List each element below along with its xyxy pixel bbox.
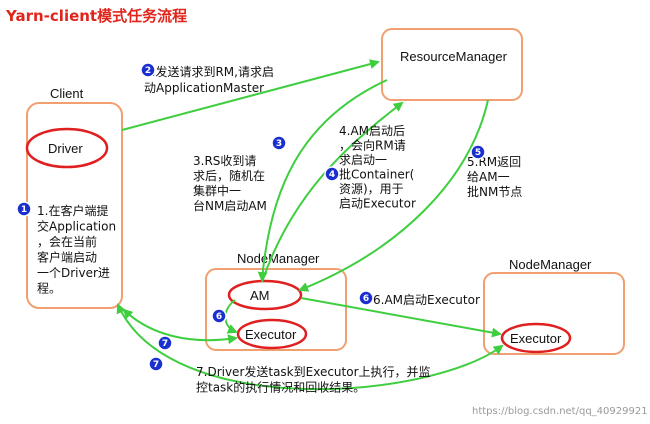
step-5-text: 5.RM返回给AM一批NM节点	[467, 155, 522, 199]
step-4-line: 4.AM启动后	[339, 124, 405, 138]
step-4-line: 资源)，用于	[339, 182, 404, 196]
resource-manager-label: ResourceManager	[400, 49, 508, 64]
badge-circle	[157, 335, 173, 351]
step-badge: 6	[211, 308, 227, 324]
badge-number: 7	[153, 360, 159, 370]
step-6-text: 6.AM启动Executor	[373, 293, 480, 307]
step-badge: 2	[140, 62, 156, 78]
step-badge: 3	[271, 135, 287, 151]
step-1-line: 交Application	[37, 219, 116, 234]
step-7-line: 7.Driver发送task到Executor上执行，并监	[196, 364, 431, 379]
badge-number: 7	[162, 339, 168, 349]
badge-circle	[148, 356, 164, 372]
watermark: https://blog.csdn.net/qq_40929921	[472, 406, 648, 417]
executor-1-label: Executor	[245, 327, 297, 342]
step-4-line: 启动Executor	[339, 197, 416, 211]
step-5-line: 给AM一	[467, 170, 510, 184]
step-3-line: 求后，随机在	[193, 168, 265, 183]
step-badge: 4	[324, 166, 340, 182]
step-1-text: 1.在客户端提交Application，会在当前客户端启动一个Driver进程。	[37, 203, 116, 296]
step-2-text: 2.发送请求到RM,请求启动ApplicationMaster	[144, 64, 274, 95]
step-1-line: 一个Driver进	[37, 266, 110, 280]
driver-label: Driver	[48, 141, 83, 156]
am-label: AM	[250, 288, 270, 303]
arrow-driver-executor-2	[116, 303, 504, 391]
badge-number: 3	[276, 139, 282, 149]
step-4-line: ，会向RM请	[339, 138, 406, 153]
step-4-text: 4.AM启动后，会向RM请求启动一批Container(资源)，用于启动Exec…	[339, 124, 416, 211]
badge-circle	[140, 62, 156, 78]
step-4-line: 批Container(	[339, 167, 414, 182]
step-7-line: 控task的执行情况和回收结果。	[196, 380, 365, 395]
badge-circle	[324, 166, 340, 182]
step-2-line: 2.发送请求到RM,请求启	[144, 64, 274, 79]
step-badge: 1	[16, 201, 32, 217]
badge-circle	[358, 290, 374, 306]
step-badge: 7	[157, 335, 173, 351]
step-badges: 1 2 3 4 5 6 6 7 7	[16, 62, 486, 372]
badge-number: 5	[475, 148, 481, 158]
executor-2-label: Executor	[510, 331, 562, 346]
step-3-line: 集群中一	[193, 183, 241, 198]
arrow-am-to-rm	[261, 101, 404, 283]
step-2-line: 动ApplicationMaster	[144, 81, 264, 95]
arrow-client-to-rm	[121, 59, 380, 131]
arrow-rm-to-am	[257, 79, 388, 282]
badge-number: 4	[329, 170, 335, 180]
step-6-line: 6.AM启动Executor	[373, 293, 480, 307]
client-label: Client	[50, 86, 84, 101]
step-4-line: 求启动一	[339, 153, 387, 167]
badge-circle	[16, 201, 32, 217]
badge-number: 6	[216, 312, 222, 322]
step-badge: 5	[470, 144, 486, 160]
step-3-text: 3.RS收到请求后，随机在集群中一台NM启动AM	[193, 154, 267, 213]
badge-number: 6	[363, 294, 369, 304]
step-1-line: 1.在客户端提	[37, 203, 108, 218]
badge-circle	[271, 135, 287, 151]
badge-number: 1	[21, 205, 27, 215]
resource-manager-box	[381, 28, 523, 101]
diagram-title: Yarn-client模式任务流程	[5, 7, 187, 25]
step-7-text: 7.Driver发送task到Executor上执行，并监控task的执行情况和…	[196, 364, 431, 395]
badge-number: 2	[145, 66, 151, 76]
step-1-line: ，会在当前	[37, 234, 97, 249]
step-badge: 6	[358, 290, 374, 306]
step-1-line: 客户端启动	[37, 250, 97, 265]
driver-ellipse	[25, 127, 109, 169]
step-1-line: 程。	[37, 281, 61, 296]
step-3-line: 3.RS收到请	[193, 154, 256, 168]
step-labels: 1.在客户端提交Application，会在当前客户端启动一个Driver进程。…	[37, 64, 522, 395]
step-badge: 7	[148, 356, 164, 372]
step-5-line: 批NM节点	[467, 184, 522, 199]
badge-circle	[470, 144, 486, 160]
badge-circle	[211, 308, 227, 324]
step-3-line: 台NM启动AM	[193, 198, 267, 213]
node-manager-1-label: NodeManager	[237, 251, 320, 266]
node-manager-2-label: NodeManager	[509, 257, 592, 272]
arrow-rm-to-am-nodes	[298, 99, 489, 292]
